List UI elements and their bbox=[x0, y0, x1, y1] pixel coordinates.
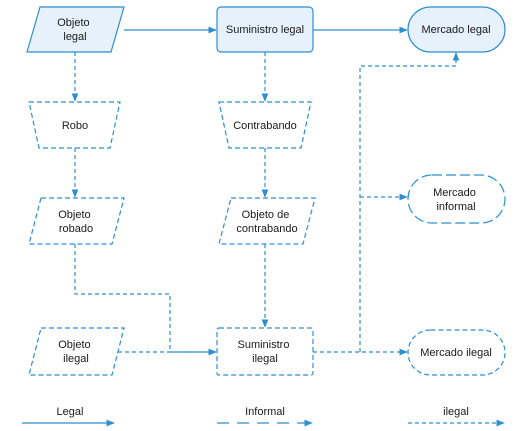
edge-objeto-robado-to-suministro-ilegal bbox=[74, 244, 217, 356]
node-label-line: Objeto bbox=[58, 209, 90, 221]
svg-text:Robo: Robo bbox=[62, 120, 88, 132]
node-objeto-de-contrabando: Objeto de contrabando bbox=[218, 197, 316, 245]
node-label-line: Mercado bbox=[433, 187, 476, 199]
node-suministro-legal: Suministro legal bbox=[216, 6, 314, 53]
trapezoid-shape bbox=[218, 101, 312, 149]
node-label-line: Mercado legal bbox=[421, 24, 490, 36]
node-suministro-ilegal: Suministro ilegal bbox=[216, 327, 314, 376]
svg-text:Mercado ilegal: Mercado ilegal bbox=[420, 347, 492, 359]
legend-label-informal: Informal bbox=[245, 406, 285, 418]
node-mercado-ilegal: Mercado ilegal bbox=[407, 329, 506, 376]
node-label-line: Suministro bbox=[237, 339, 289, 351]
svg-text:Objeto legal: Objeto legal bbox=[57, 17, 92, 43]
svg-text:Mercado informal: Mercado informal bbox=[433, 187, 479, 213]
node-label-line: Suministro legal bbox=[226, 24, 304, 36]
node-label-line: contrabando bbox=[236, 223, 297, 235]
node-label-line: informal bbox=[436, 201, 475, 213]
parallelogram-shape bbox=[218, 197, 316, 245]
legend-label-legal: Legal bbox=[57, 406, 84, 418]
node-label-line: legal bbox=[63, 31, 86, 43]
trapezoid-shape bbox=[28, 101, 121, 149]
node-label-line: Objeto bbox=[57, 17, 89, 29]
node-label-line: Robo bbox=[62, 120, 88, 132]
parallelogram-shape bbox=[28, 327, 125, 376]
terminal-shape bbox=[407, 329, 506, 376]
terminal-shape bbox=[407, 6, 506, 53]
parallelogram-shape bbox=[26, 6, 125, 53]
node-contrabando: Contrabando bbox=[218, 101, 312, 149]
svg-text:Contrabando: Contrabando bbox=[233, 120, 297, 132]
terminal-shape bbox=[407, 174, 506, 224]
node-objeto-ilegal: Objeto ilegal bbox=[28, 327, 125, 376]
legend: Legal Informal ilegal bbox=[22, 406, 505, 427]
node-label-line: ilegal bbox=[63, 353, 89, 365]
svg-text:Suministro legal: Suministro legal bbox=[226, 24, 304, 36]
node-label-line: Contrabando bbox=[233, 120, 297, 132]
svg-text:Objeto ilegal: Objeto ilegal bbox=[58, 339, 93, 365]
node-mercado-legal: Mercado legal bbox=[407, 6, 506, 53]
node-label-line: robado bbox=[59, 223, 93, 235]
node-label-line: Objeto de bbox=[242, 209, 290, 221]
legend-item-legal: Legal bbox=[22, 406, 115, 427]
legend-item-ilegal: ilegal bbox=[408, 406, 505, 427]
legend-label-ilegal: ilegal bbox=[443, 406, 469, 418]
svg-text:Suministro ilegal: Suministro ilegal bbox=[237, 339, 292, 365]
node-objeto-robado: Objeto robado bbox=[28, 197, 125, 245]
node-label-line: Objeto bbox=[58, 339, 90, 351]
node-robo: Robo bbox=[28, 101, 121, 149]
node-mercado-informal: Mercado informal bbox=[407, 174, 506, 224]
svg-text:Objeto de contrabando: Objeto de contrabando bbox=[236, 209, 297, 235]
svg-text:Objeto robado: Objeto robado bbox=[58, 209, 93, 235]
process-box-shape bbox=[216, 327, 314, 376]
edge-suministro-ilegal-to-mercado-legal bbox=[359, 52, 460, 352]
node-objeto-legal: Objeto legal bbox=[26, 6, 125, 53]
node-label-line: ilegal bbox=[252, 353, 278, 365]
legend-item-informal: Informal bbox=[217, 406, 313, 427]
parallelogram-shape bbox=[28, 197, 125, 245]
svg-text:Mercado legal: Mercado legal bbox=[421, 24, 490, 36]
node-label-line: Mercado ilegal bbox=[420, 347, 492, 359]
